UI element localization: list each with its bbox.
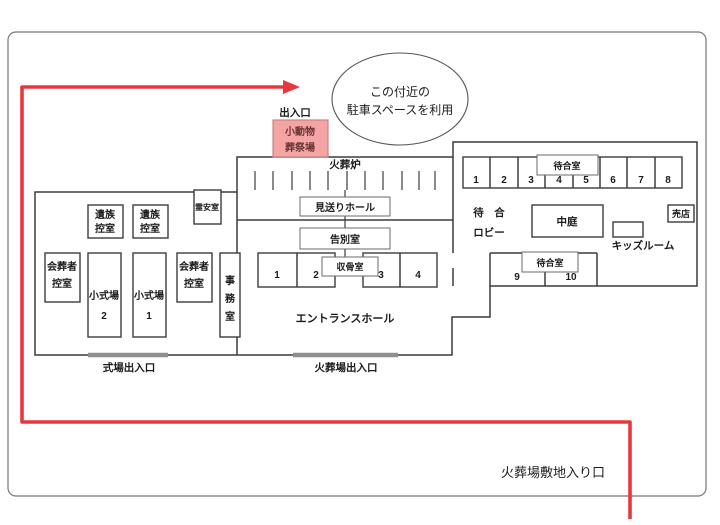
mourner-left-line2: 控室 [52,277,72,290]
furnace-label: 火葬炉 [329,158,361,171]
farewell-room-label: 告別室 [330,233,360,246]
map-border [7,31,707,497]
entrance-hall-label: エントランスホール [296,312,395,325]
office-label-char2: 務 [225,292,236,305]
pet-funeral-room [272,119,329,158]
waiting-number-2: 2 [501,175,507,186]
ceremony-hall-2 [87,252,122,338]
furnace-slot-dividers [254,171,436,190]
ceremony-hall-2-line2: 2 [101,311,107,322]
waiting-number-10: 10 [565,272,577,283]
courtyard-label: 中庭 [557,215,578,228]
waiting-room-side-label: 待合室 [536,257,563,268]
ceremony-hall-1 [132,252,167,338]
mourner-right-line1: 会葬者 [179,260,209,273]
kids-room-box [612,221,644,238]
ceremony-hall-1-line2: 1 [146,311,152,322]
waiting-room-top-label: 待合室 [553,160,580,171]
office-label-char3: 室 [225,310,235,323]
sendoff-hall-label: 見送りホール [314,201,375,214]
lobby-label-line2: ロビー [473,226,505,239]
family-room-right [132,204,169,239]
parking-callout-ellipse [331,52,469,146]
waiting-number-7: 7 [638,175,644,186]
route-arrowhead-icon [283,80,300,94]
sendoff-hall-label-box [299,196,391,217]
mourner-room-left [44,252,81,303]
collect-room-number-2: 2 [313,270,319,281]
waiting-number-4: 4 [556,175,562,186]
crematory-exit-label: 火葬場出入口 [315,361,378,374]
family-room-left [87,204,124,239]
waiting-number-5: 5 [583,175,589,186]
mourner-right-line2: 控室 [184,277,204,290]
mortuary-label: 霊安室 [195,202,219,212]
pet-funeral-label-line2: 葬祭場 [285,141,315,154]
collect-room-number-3: 3 [378,270,384,281]
waiting-number-3: 3 [528,175,534,186]
ceremony-exit-label: 式場出入口 [103,361,156,374]
farewell-room-label-box [299,227,391,250]
kids-room-label: キッズルーム [612,239,675,252]
pet-funeral-label-line1: 小動物 [284,125,315,138]
waiting-number-8: 8 [665,175,671,186]
top-entrance-label: 出入口 [279,106,311,119]
collect-room-number-4: 4 [415,270,421,281]
route-arrow-path [20,85,632,519]
bone-collection-label-box [321,256,379,277]
waiting-number-6: 6 [610,175,616,186]
family-room-left-line2: 控室 [95,222,115,235]
waiting-room-top-label-box [536,154,599,176]
site-entrance-label: 火葬場敷地入り口 [501,465,605,480]
shop-label: 売店 [672,208,690,219]
courtyard-room [531,204,604,238]
mourner-left-line1: 会葬者 [47,260,77,273]
mourner-room-right [176,252,213,303]
building-outline [34,141,698,356]
mortuary-room [193,189,222,225]
ceremony-hall-2-line1: 小式場 [88,289,119,302]
parking-callout-line2: 駐車スペースを利用 [347,102,454,117]
lobby-label-line1: 待 合 [473,206,505,219]
waiting-number-9: 9 [514,272,520,283]
collect-room-number-1: 1 [274,270,280,281]
ceremony-hall-1-line1: 小式場 [133,289,164,302]
parking-callout-line1: この付近の [370,85,430,99]
office-room [219,252,241,338]
family-room-right-line2: 控室 [140,222,160,235]
office-label-char1: 事 [225,274,235,287]
waiting-number-1: 1 [473,175,479,186]
bone-collection-rooms [257,252,438,288]
family-room-left-line1: 遺族 [94,208,116,221]
shop-room [667,204,695,223]
bone-collection-label: 収骨室 [336,261,363,272]
family-room-right-line1: 遺族 [139,208,161,221]
waiting-room-side-label-box [521,251,579,273]
